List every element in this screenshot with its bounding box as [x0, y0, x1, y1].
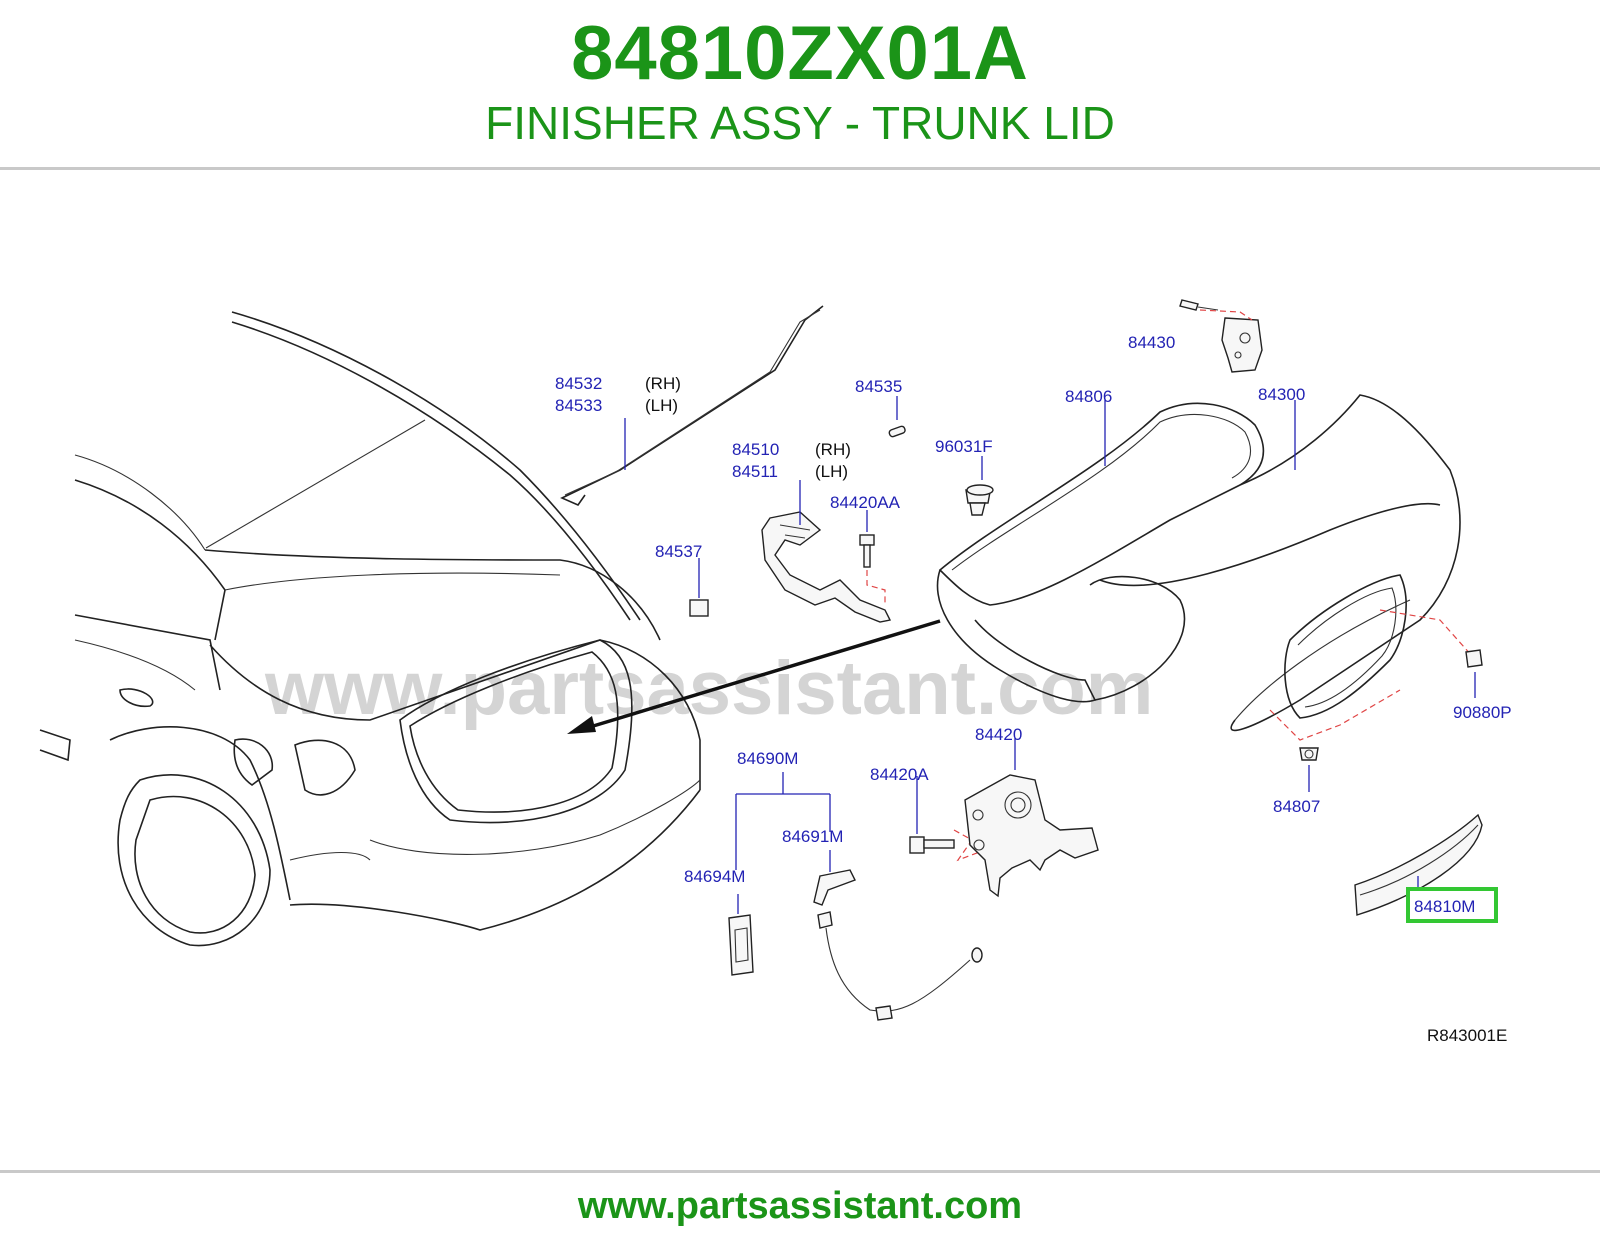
label-84535: 84535 [855, 377, 902, 396]
label-84807: 84807 [1273, 797, 1320, 816]
note-rh-84532: (RH) [645, 374, 681, 393]
assembly-arrow [579, 619, 941, 732]
label-84510: 84510 [732, 440, 779, 459]
label-84511: 84511 [732, 462, 778, 481]
grommet-84807 [1299, 747, 1319, 761]
latch-84430 [1179, 299, 1263, 373]
handle-84694M [728, 914, 754, 976]
label-84691M: 84691M [782, 827, 843, 846]
clip-96031F [965, 484, 994, 516]
part-name-subtitle: FINISHER ASSY - TRUNK LID [485, 97, 1115, 149]
cable-84691M [813, 869, 983, 1021]
trunk-lid-84300 [1089, 394, 1461, 732]
pad-90880P [1465, 649, 1483, 668]
bumper-84537 [689, 599, 709, 617]
note-lh-84511: (LH) [815, 462, 848, 481]
footer-divider [0, 1170, 1600, 1173]
label-84810M[interactable]: 84810M [1414, 897, 1475, 916]
car-body-illustration [39, 311, 701, 947]
label-84690M: 84690M [737, 749, 798, 768]
hinge-84510 [761, 511, 892, 623]
diagram-code: R843001E [1427, 1026, 1507, 1045]
bolt-84420A [909, 836, 955, 854]
note-lh-84533: (LH) [645, 396, 678, 415]
pin-84535 [888, 425, 906, 438]
label-84430: 84430 [1128, 333, 1175, 352]
label-84420A: 84420A [870, 765, 929, 784]
label-90880P: 90880P [1453, 703, 1512, 722]
note-rh-84510: (RH) [815, 440, 851, 459]
footer-website-link[interactable]: www.partsassistant.com [577, 1185, 1023, 1227]
finisher-84810M-part [1354, 813, 1483, 916]
weatherstrip-84806 [936, 402, 1265, 703]
part-number-title: 84810ZX01A [571, 11, 1029, 96]
assembly-arrowhead [567, 716, 596, 734]
label-84300: 84300 [1258, 385, 1305, 404]
label-84533: 84533 [555, 396, 602, 415]
label-96031F: 96031F [935, 437, 993, 456]
label-84806: 84806 [1065, 387, 1112, 406]
label-84532: 84532 [555, 374, 602, 393]
header-divider [0, 167, 1600, 170]
striker-84420 [964, 774, 1099, 898]
label-84420AA: 84420AA [830, 493, 901, 512]
highlight-box-84810M[interactable] [1406, 887, 1498, 923]
label-84537: 84537 [655, 542, 702, 561]
label-84420: 84420 [975, 725, 1022, 744]
watermark-text: www.partsassistant.com [264, 646, 1153, 731]
label-84694M: 84694M [684, 867, 745, 886]
bolt-84420AA [859, 534, 875, 568]
